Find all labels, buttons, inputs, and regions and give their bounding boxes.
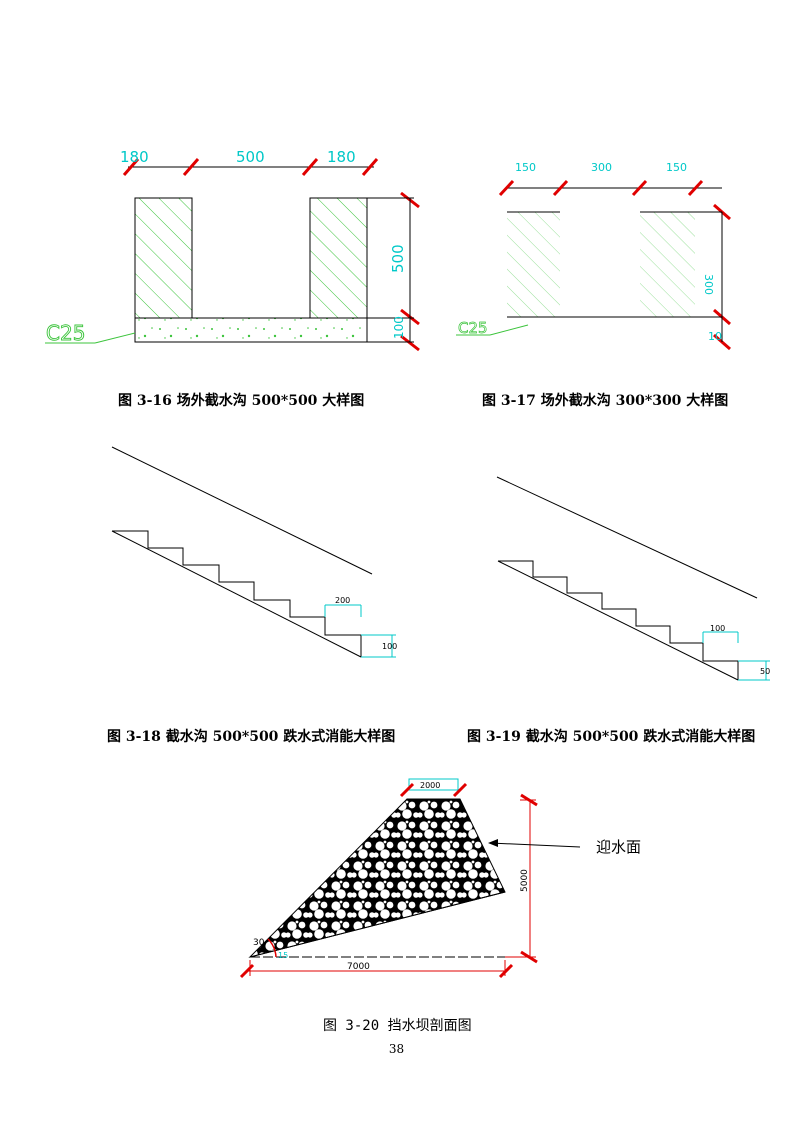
- fig16-left-wall: [134, 197, 193, 319]
- fig17-dim-base: 10: [708, 330, 722, 343]
- fig18-dim-step-w: 200: [335, 596, 350, 605]
- fig16-material-label: C25: [46, 321, 85, 345]
- fig17-dim-height: 300: [702, 274, 715, 295]
- fig19-step-base: [497, 560, 739, 681]
- fig16-dim-height: 500: [389, 244, 407, 273]
- fig18-caption: 图 3-18 截水沟 500*500 跌水式消能大样图: [107, 729, 396, 745]
- fig20-drawing: [239, 778, 581, 979]
- fig20-angle-arc-top: [267, 938, 276, 952]
- fig20-dim-base: 7000: [347, 962, 370, 972]
- fig17-dim-mid: 300: [591, 161, 612, 174]
- fig17-material-label: C25: [458, 319, 488, 337]
- fig19-slope-line: [496, 476, 758, 599]
- fig17-right-wall: [640, 212, 695, 317]
- fig18-drawing: [111, 446, 396, 658]
- page-number: 38: [388, 1042, 405, 1056]
- fig16-right-wall: [309, 197, 368, 319]
- fig20-angle-arc-bottom: [274, 950, 277, 958]
- fig17-left-wall: [507, 212, 560, 317]
- fig19-dim-step-w: 100: [710, 624, 725, 633]
- fig19-caption: 图 3-19 截水沟 500*500 跌水式消能大样图: [467, 729, 756, 745]
- fig16-dim-left: 180: [120, 148, 149, 166]
- fig20-face-leader: [489, 842, 581, 848]
- fig18-step-base: [111, 530, 362, 658]
- fig16-drawing: 180 500 180 500 100 C25: [45, 148, 420, 352]
- fig20-angle-bottom: 15: [278, 951, 288, 960]
- fig19-drawing: [496, 476, 770, 681]
- fig17-caption: 图 3-17 场外截水沟 300*300 大样图: [482, 393, 729, 409]
- fig16-base-slab: [134, 317, 368, 343]
- fig17-dim-right: 150: [666, 161, 687, 174]
- fig20-angle-top: 30: [253, 938, 265, 948]
- fig20-face-label: 迎水面: [596, 838, 641, 856]
- fig20-dim-top-box: [408, 778, 459, 791]
- fig20-dam-body: [248, 798, 506, 958]
- fig19-steps: [498, 560, 739, 680]
- fig17-dim-left: 150: [515, 161, 536, 174]
- fig18-slope-line: [111, 446, 373, 575]
- fig17-leader: [489, 324, 529, 336]
- fig19-dim-step-h: 50: [760, 667, 770, 676]
- fig16-leader: [94, 332, 136, 344]
- fig16-dim-base: 100: [392, 316, 406, 339]
- fig16-dim-right: 180: [327, 148, 356, 166]
- fig17-drawing: 150 300 150 300 10 C25: [456, 161, 731, 351]
- fig16-caption: 图 3-16 场外截水沟 500*500 大样图: [118, 393, 365, 409]
- fig16-dim-mid: 500: [236, 148, 265, 166]
- fig20-arrow-head: [488, 839, 498, 847]
- fig20-caption: 图 3-20 挡水坝剖面图: [323, 1018, 472, 1034]
- fig20-dim-height: 5000: [520, 869, 530, 892]
- fig18-steps: [112, 530, 362, 657]
- fig18-dim-step-h: 100: [382, 642, 397, 651]
- fig20-dim-top: 2000: [420, 781, 440, 790]
